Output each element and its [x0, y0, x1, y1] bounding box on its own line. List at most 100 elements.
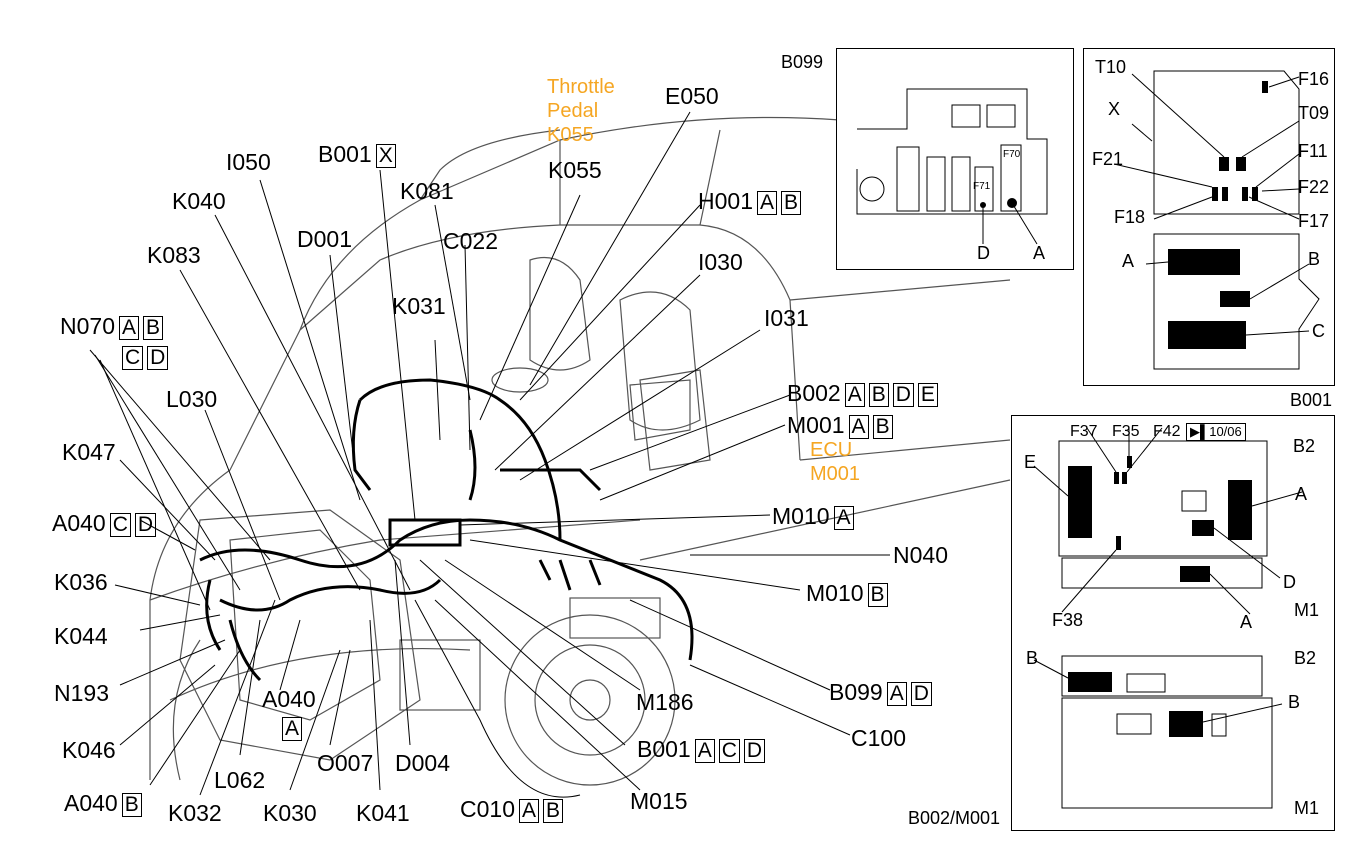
- ecu-annotation: ECU M001: [810, 438, 860, 486]
- b001-a: A: [1122, 251, 1135, 271]
- label-m186: M186: [636, 689, 694, 715]
- label-b099-ad-code: B099: [829, 679, 883, 705]
- b001-fuse-box-drawing: [1113, 70, 1320, 370]
- b001-c: C: [1312, 321, 1325, 341]
- label-a040-b-code: A040: [64, 790, 118, 816]
- label-a040-a-box: A: [282, 717, 303, 741]
- b2-label-top: B2: [1293, 436, 1316, 456]
- b001-f21: F21: [1092, 149, 1124, 169]
- b001-b: B: [1308, 249, 1321, 269]
- b2-a-bottom: A: [1240, 612, 1253, 632]
- ecu-line-2: M001: [810, 463, 861, 485]
- label-m010-b-code: M010: [806, 580, 864, 606]
- label-b002-a: A: [844, 383, 865, 407]
- label-a040-d: D: [134, 513, 157, 537]
- b2-f38: F38: [1052, 610, 1084, 630]
- label-k031: K031: [392, 293, 446, 319]
- b2-a-right: A: [1295, 484, 1308, 504]
- label-m015: M015: [630, 788, 688, 814]
- m1-label-top: M1: [1294, 600, 1320, 620]
- b001-x: X: [1108, 99, 1121, 119]
- b2-f37: F37: [1070, 423, 1098, 440]
- label-c010-a: A: [518, 799, 539, 823]
- throttle-line-1: Throttle: [547, 76, 615, 98]
- b099-fuse-box-panel: F71 F70 D A: [836, 48, 1074, 270]
- label-a040-a: A040: [262, 686, 316, 712]
- label-i031: I031: [764, 305, 809, 331]
- b099-a: A: [1033, 243, 1046, 263]
- b001-t10: T10: [1095, 57, 1127, 77]
- label-k041: K041: [356, 800, 410, 826]
- label-d004: D004: [395, 750, 450, 776]
- label-n070-b: B: [143, 316, 164, 340]
- label-n070-code: N070: [60, 313, 115, 339]
- label-k030: K030: [263, 800, 317, 826]
- label-k044: K044: [54, 623, 108, 649]
- label-b002-e: E: [917, 383, 938, 407]
- b001-fuse-box-panel: T10 F16 X T09 F21 F11 F22 F18 F17 A B C: [1083, 48, 1335, 386]
- label-b001-x-code: B001: [318, 141, 372, 167]
- label-c100: C100: [851, 725, 906, 751]
- label-b001-c: C: [718, 739, 740, 763]
- b2-label-bottom: B2: [1294, 648, 1317, 668]
- label-c010-code: C010: [460, 796, 515, 822]
- label-n193: N193: [54, 680, 109, 706]
- b2-e: E: [1024, 452, 1037, 472]
- b001-f18: F18: [1114, 207, 1146, 227]
- label-b099-a: A: [886, 682, 907, 706]
- label-a040-a-box-row: A: [278, 714, 303, 741]
- b002-m001-footer: B002/M001: [908, 808, 1001, 828]
- b002-m001-panel: B2 F37 F35 F42 ▶▌10/06 E A D F38 A M1 B2…: [1011, 415, 1335, 831]
- label-k047: K047: [62, 439, 116, 465]
- label-m010-b-box: B: [867, 583, 888, 607]
- label-l062: L062: [214, 767, 266, 793]
- b001-f17: F17: [1298, 211, 1330, 231]
- label-m001-a: A: [848, 415, 869, 439]
- label-k040: K040: [172, 188, 226, 214]
- label-n070-c: C: [122, 346, 144, 370]
- label-d001: D001: [297, 226, 352, 252]
- b099-f71: F71: [973, 181, 991, 192]
- label-b002-b: B: [868, 383, 889, 407]
- b2-f42: F42: [1153, 423, 1181, 440]
- b2-date-stamp: ▶▌10/06: [1186, 423, 1246, 441]
- label-m001-code: M001: [787, 412, 845, 438]
- b099-panel-title: B099: [781, 52, 824, 72]
- label-m010-a-box: A: [833, 506, 854, 530]
- throttle-line-2: Pedal: [547, 100, 599, 122]
- label-n040: N040: [893, 542, 948, 568]
- label-c022: C022: [443, 228, 498, 254]
- label-h001-a: A: [756, 191, 777, 215]
- throttle-pedal-annotation: Throttle Pedal K055: [547, 75, 615, 147]
- label-b001-a: A: [694, 739, 715, 763]
- label-k032: K032: [168, 800, 222, 826]
- label-h001-code: H001: [698, 188, 753, 214]
- label-a040-c: C: [109, 513, 131, 537]
- throttle-line-3: K055: [547, 124, 594, 146]
- b099-d: D: [977, 243, 990, 263]
- b2-b-right: B: [1288, 692, 1301, 712]
- label-m010-a-code: M010: [772, 503, 830, 529]
- b001-t09: T09: [1298, 103, 1330, 123]
- b001-f22: F22: [1298, 177, 1330, 197]
- m1-label-bottom: M1: [1294, 798, 1320, 818]
- label-c010-b: B: [543, 799, 564, 823]
- b2-b-left: B: [1026, 648, 1039, 668]
- label-b001-x-box: X: [375, 144, 396, 168]
- label-b001-d: D: [743, 739, 766, 763]
- label-b002-d: D: [892, 383, 914, 407]
